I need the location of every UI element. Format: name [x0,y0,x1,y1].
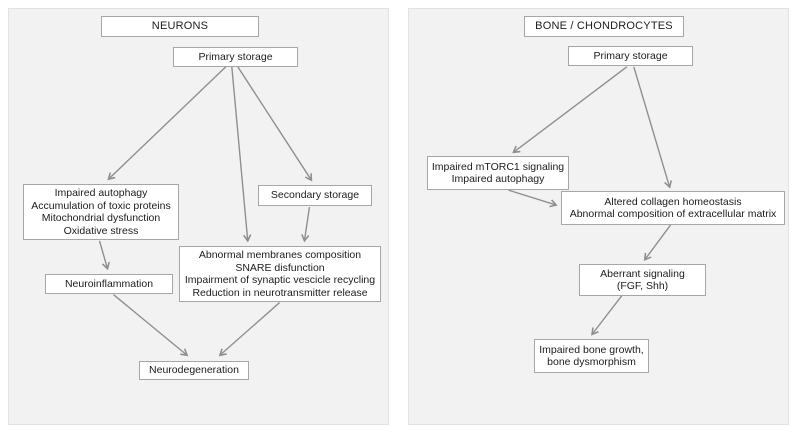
node-impaired-bone-growth: Impaired bone growth, bone dysmorphism [534,339,649,373]
node-label-line: (FGF, Shh) [616,280,669,292]
node-label-line: Impaired autophagy [54,187,148,199]
node-label-line: Mitochondrial dysfunction [41,212,161,224]
node-label: Neuroinflammation [64,277,154,290]
node-label-line: Aberrant signaling [600,267,685,280]
neurons-title-box: NEURONS [101,16,259,37]
node-label-line: Impaired autophagy [451,173,545,185]
node-primary-storage: Primary storage [173,47,298,67]
node-label-line: SNARE disfunction [235,261,325,274]
node-label-line: bone dysmorphism [547,356,636,368]
node-label: Primary storage [198,50,273,63]
node-neuroinflammation: Neuroinflammation [45,274,173,294]
node-impaired-autophagy: Impaired autophagy Accumulation of toxic… [23,184,179,240]
node-abnormal-membranes: Abnormal membranes composition SNARE dis… [179,246,381,302]
node-label: Secondary storage [270,189,360,202]
edge-primary-to-collagen [633,66,673,189]
bone-arrows [508,66,673,336]
node-label-line: Abnormal composition of extracellular ma… [569,208,777,220]
node-label-line: Reduction in neurotransmitter release [192,286,368,299]
node-label-line: Impairment of synaptic vescicle recyclin… [184,274,376,286]
node-label: Primary storage [593,49,668,62]
node-label-line: Accumulation of toxic proteins [31,199,171,212]
bone-chondrocytes-panel: BONE / CHONDROCYTES Primary storage Impa… [408,8,789,425]
node-impaired-mtorc1: Impaired mTORC1 signaling Impaired autop… [427,156,569,190]
edge-primary-to-mtorc1 [512,66,628,154]
edge-primary-to-impaired [107,66,227,181]
edge-primary-to-abnormal [231,66,252,243]
neurons-title-label: NEURONS [151,20,209,33]
node-altered-collagen: Altered collagen homeostasis Abnormal co… [561,191,785,225]
node-label: Neurodegeneration [149,364,239,377]
node-primary-storage-bone: Primary storage [568,46,693,66]
bone-title-label: BONE / CHONDROCYTES [535,20,673,33]
neurons-panel: NEURONS Primary storage Impaired autopha… [8,8,389,425]
node-label-line: Abnormal membranes composition [198,249,362,261]
edge-aberrant-to-bonegrowth [591,295,623,336]
edge-primary-to-secondary [237,66,313,182]
node-neurodegeneration: Neurodegeneration [139,361,249,380]
neurons-arrows [98,66,313,357]
edge-collagen-to-aberrant [643,224,672,262]
edge-secondary-to-abnormal [301,206,311,243]
edge-impaired-to-neuroinflammation [98,240,110,271]
node-label-line: Altered collagen homeostasis [604,195,742,208]
edge-neuroinflammation-to-neurodegeneration [113,294,189,357]
node-secondary-storage: Secondary storage [258,185,372,206]
node-label-line: Oxidative stress [63,224,139,237]
node-label-line: Impaired mTORC1 signaling [431,160,565,173]
bone-title-box: BONE / CHONDROCYTES [524,16,684,37]
edge-abnormal-to-neurodegeneration [218,302,281,357]
node-aberrant-signaling: Aberrant signaling (FGF, Shh) [579,264,706,296]
edge-mtorc1-to-collagen [508,189,558,208]
node-label-line: Impaired bone growth, [539,343,644,356]
